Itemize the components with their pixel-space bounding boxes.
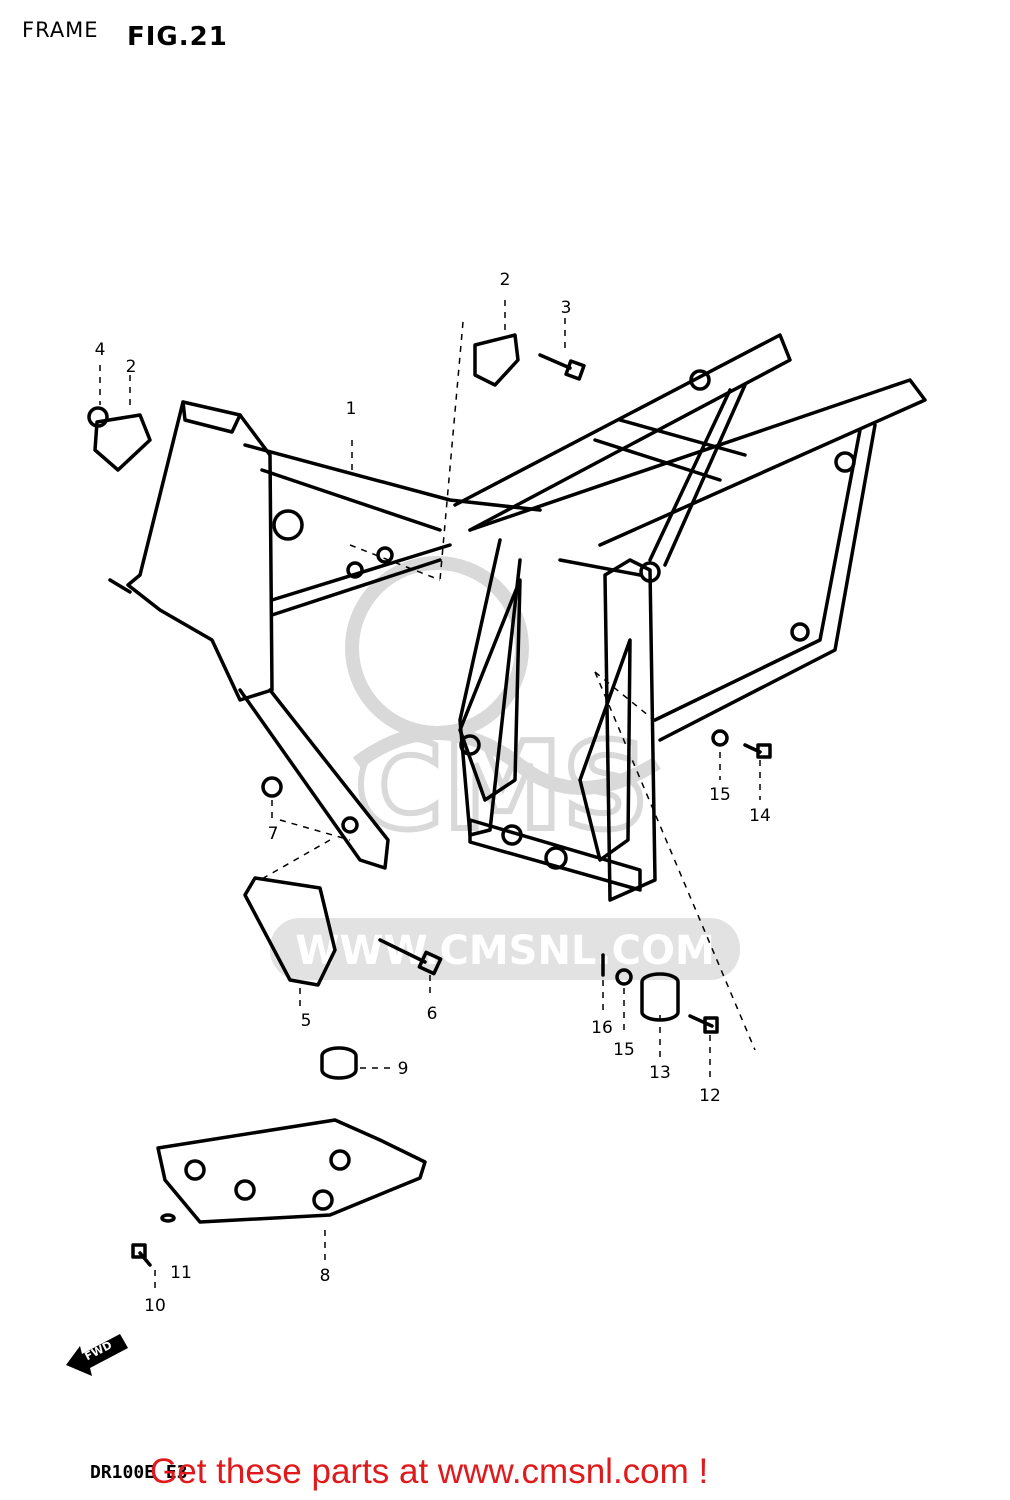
nut-7 [261, 776, 283, 798]
bolt-3-head [564, 359, 586, 381]
callout-6: 6 [426, 1004, 438, 1024]
callout-5: 5 [300, 1011, 312, 1031]
washer-15-lower [615, 968, 633, 986]
callout-1: 1 [345, 399, 357, 419]
guide-line-6 [259, 839, 331, 881]
boss-7 [544, 846, 568, 870]
callout-14: 14 [749, 806, 771, 826]
guide-line-2 [349, 544, 441, 581]
bolt-6-shank [378, 938, 427, 964]
boss-4 [639, 561, 661, 583]
callout-2-left: 2 [125, 357, 137, 377]
boss-9 [834, 451, 856, 473]
section-title: FRAME [22, 18, 99, 42]
mount-plate-5 [243, 876, 337, 987]
boss-8 [790, 622, 810, 642]
boss-11 [341, 816, 359, 834]
callout-16: 16 [591, 1018, 613, 1038]
bolt-12-shank [688, 1014, 714, 1028]
post-top-link [558, 558, 642, 577]
model-code: DR100E E3 [90, 1462, 188, 1483]
guide-line-1 [439, 321, 464, 581]
seat-stay-rear-inner [658, 423, 877, 742]
callout-4: 4 [94, 340, 106, 360]
watermark-banner [270, 918, 740, 980]
bolt-6-head [417, 950, 443, 976]
skid-plate-8 [156, 1118, 427, 1224]
nut-4 [87, 406, 109, 428]
center-post-right [603, 558, 657, 902]
guide-line-3 [594, 671, 756, 1051]
bolt-10-shank [138, 1251, 152, 1267]
callout-15-lower: 15 [613, 1040, 635, 1060]
bolt-14-head [756, 743, 772, 759]
skid-hole-4 [329, 1149, 351, 1171]
callout-15-upper: 15 [709, 785, 731, 805]
callout-3: 3 [560, 298, 572, 318]
boss-2 [346, 561, 364, 579]
figure-number: FIG.21 [127, 22, 228, 52]
callout-7: 7 [267, 824, 279, 844]
callout-9: 9 [397, 1059, 409, 1079]
rear-rail-left [453, 333, 792, 532]
bolt-10-head [131, 1243, 147, 1259]
seat-stay-left [648, 388, 732, 562]
washer-15-upper [711, 729, 729, 747]
cushion-9 [320, 1046, 358, 1080]
callout-11: 11 [170, 1263, 192, 1283]
bolt-3-shank [538, 353, 572, 370]
seat-stay-rear [653, 428, 862, 722]
headstock-stub [108, 578, 132, 594]
watermark-url: WWW.CMSNL.COM [295, 928, 715, 974]
rail-cross-1 [593, 438, 722, 482]
down-tube [238, 688, 390, 870]
callout-2-upper: 2 [499, 270, 511, 290]
callout-10: 10 [144, 1296, 166, 1316]
engine-mount-plate-left [93, 413, 152, 472]
top-tube-lower [260, 468, 442, 532]
cross-brace-lower [270, 558, 442, 617]
boss-5 [459, 734, 481, 756]
rear-rail-right [468, 378, 927, 547]
center-post-left [458, 538, 522, 837]
engine-mount-plate-upper [473, 333, 520, 387]
bolt-12-head [703, 1016, 719, 1034]
swingarm-plate-left [458, 578, 522, 802]
boss-6 [501, 824, 523, 846]
rail-cross-2 [618, 418, 747, 457]
callout-12: 12 [699, 1086, 721, 1106]
forward-arrow-icon: FWD [66, 1334, 128, 1376]
headstock-top [181, 400, 242, 434]
boss-10 [689, 369, 711, 391]
callout-13: 13 [649, 1063, 671, 1083]
swingarm-plate-right [578, 638, 632, 862]
guide-line-4 [594, 671, 661, 726]
lower-cross-tube [468, 818, 642, 892]
spacer-13 [640, 972, 680, 1022]
top-tube-upper [243, 443, 542, 512]
skid-hole-2 [234, 1179, 256, 1201]
guide-line-5 [279, 819, 351, 841]
seat-stay-right [663, 383, 747, 567]
skid-hole-3 [312, 1189, 334, 1211]
washer-11 [160, 1213, 176, 1223]
headstock-plate [126, 400, 274, 702]
parts-link-banner[interactable]: Get these parts at www.cmsnl.com ! [150, 1452, 709, 1491]
skid-hole-1 [184, 1159, 206, 1181]
boss-3 [376, 546, 394, 564]
callout-8: 8 [319, 1266, 331, 1286]
boss-1 [272, 509, 304, 541]
